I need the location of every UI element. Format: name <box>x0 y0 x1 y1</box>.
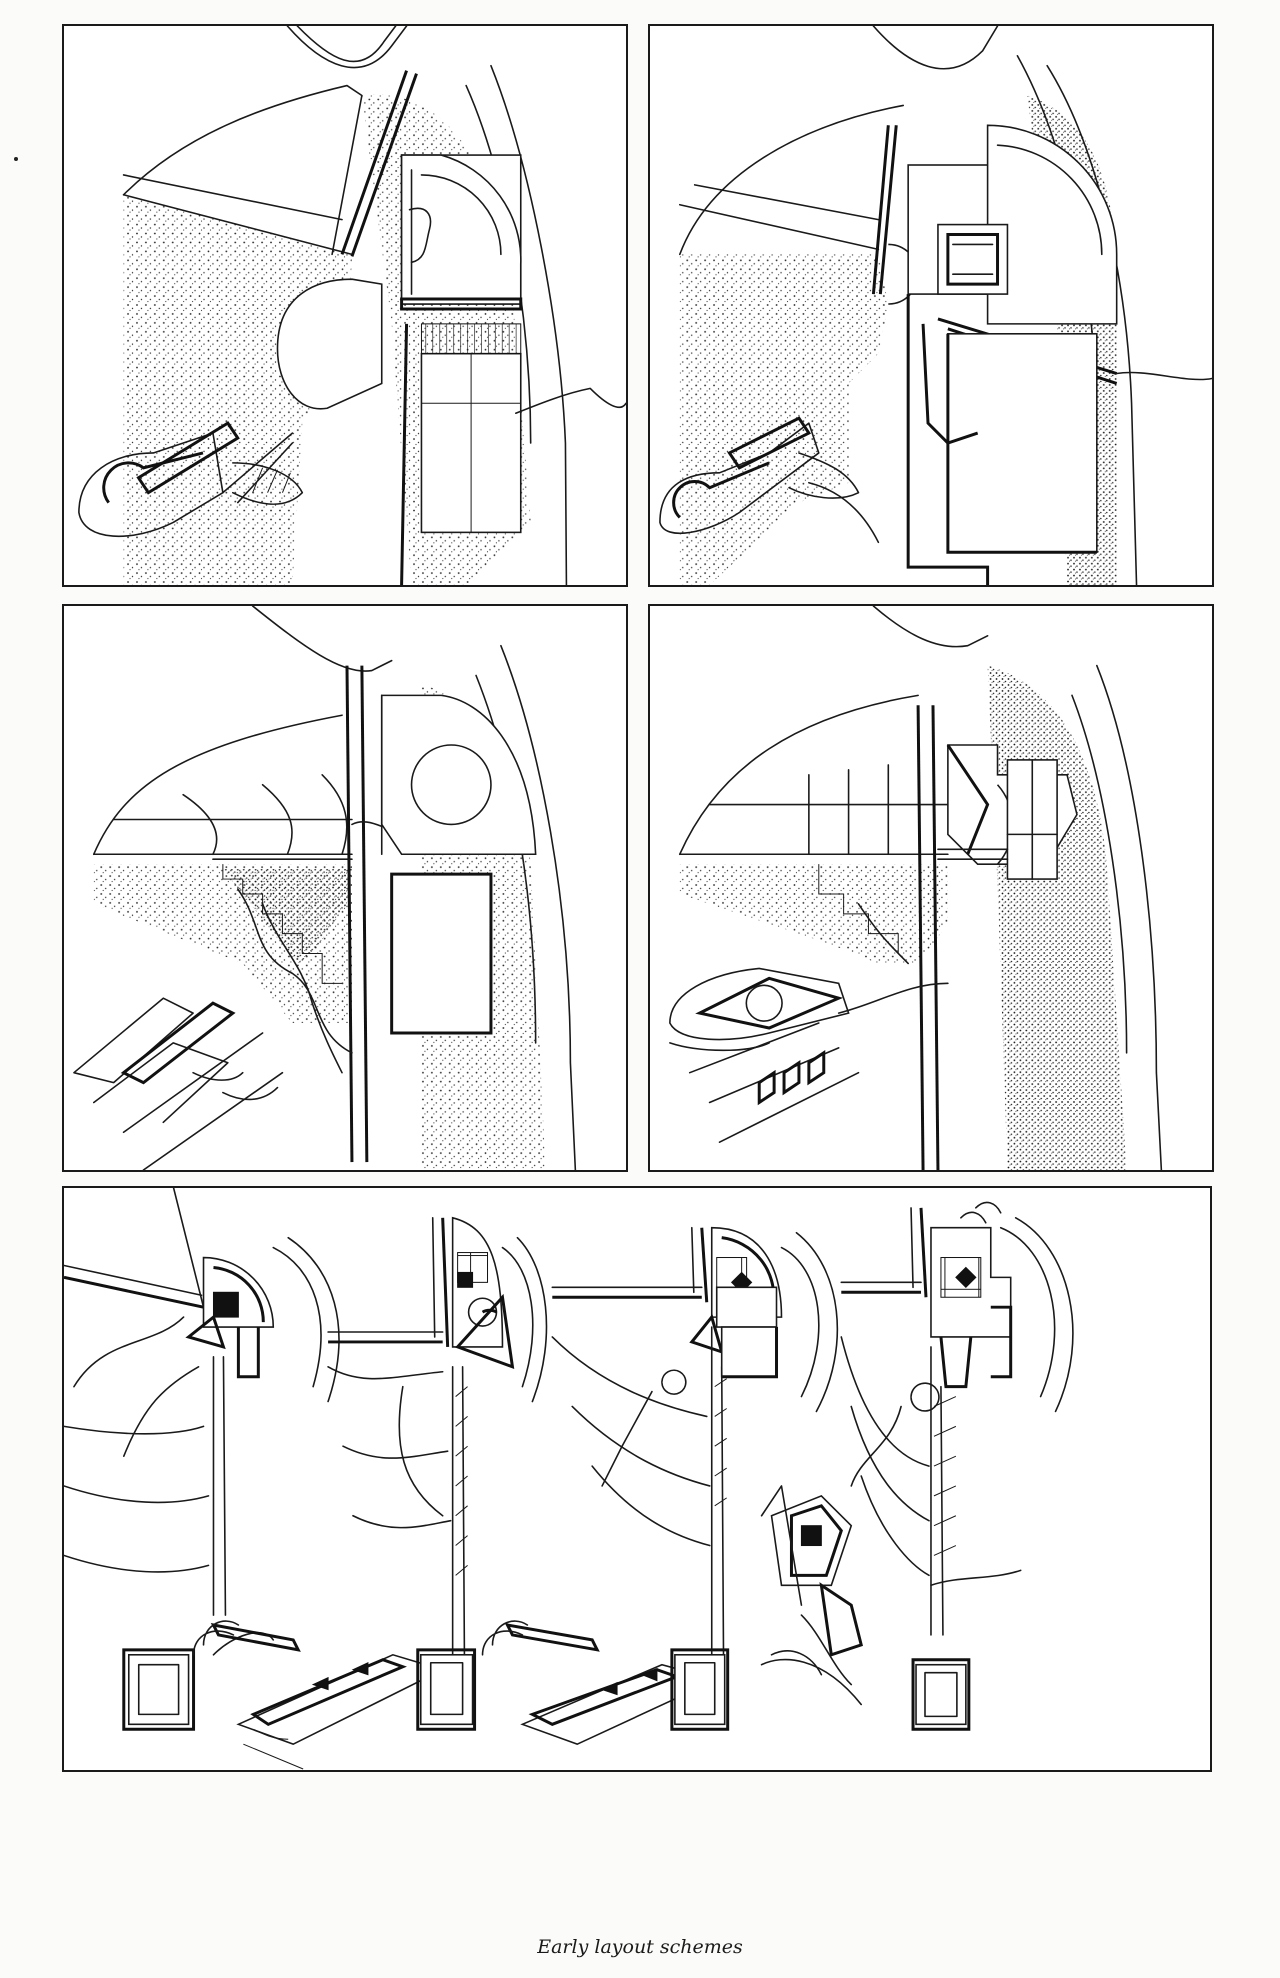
figure-caption: Early layout schemes <box>537 1936 743 1958</box>
layout-scheme-3-drawing <box>62 604 628 1172</box>
layout-scheme-4-drawing <box>648 604 1214 1172</box>
sketch-variations-drawing <box>62 1186 1212 1772</box>
stray-mark <box>14 157 18 161</box>
layout-scheme-2-drawing <box>648 24 1214 587</box>
layout-scheme-1-drawing <box>62 24 628 587</box>
